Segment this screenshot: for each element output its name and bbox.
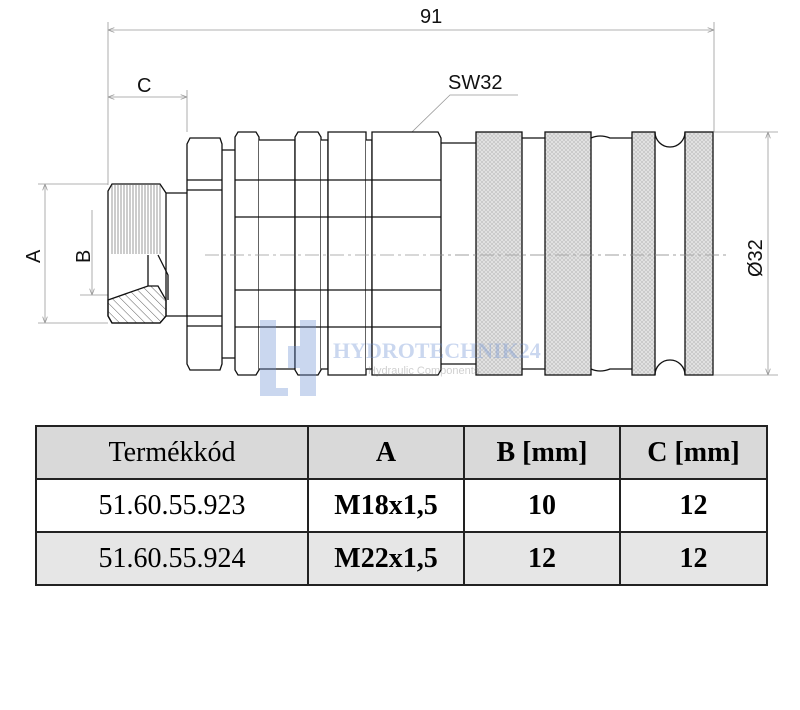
dim-sw-label: SW32 xyxy=(448,72,502,94)
dim-b-label: B xyxy=(73,250,95,263)
header-product-code: Termékkód xyxy=(35,425,309,480)
cell-product-code: 51.60.55.924 xyxy=(35,531,309,586)
cell-c: 12 xyxy=(619,478,768,533)
table-row: 51.60.55.923 M18x1,5 10 12 xyxy=(35,478,768,533)
table-row: 51.60.55.924 M22x1,5 12 12 xyxy=(35,531,768,586)
product-table: Termékkód A B [mm] C [mm] 51.60.55.923 M… xyxy=(35,425,768,586)
header-b: B [mm] xyxy=(463,425,621,480)
dim-a-label: A xyxy=(23,249,45,263)
cell-a: M22x1,5 xyxy=(307,531,465,586)
dim-total-label: 91 xyxy=(420,6,442,28)
cell-b: 12 xyxy=(463,531,621,586)
dim-diameter-label: Ø32 xyxy=(745,239,767,277)
cell-product-code: 51.60.55.923 xyxy=(35,478,309,533)
table-header-row: Termékkód A B [mm] C [mm] xyxy=(35,425,768,480)
cell-a: M18x1,5 xyxy=(307,478,465,533)
fitting-body xyxy=(107,131,714,376)
technical-drawing: 91 C SW32 A B Ø32 xyxy=(23,6,778,376)
header-c: C [mm] xyxy=(619,425,768,480)
cell-b: 10 xyxy=(463,478,621,533)
dim-c-label: C xyxy=(137,75,151,97)
header-a: A xyxy=(307,425,465,480)
cell-c: 12 xyxy=(619,531,768,586)
